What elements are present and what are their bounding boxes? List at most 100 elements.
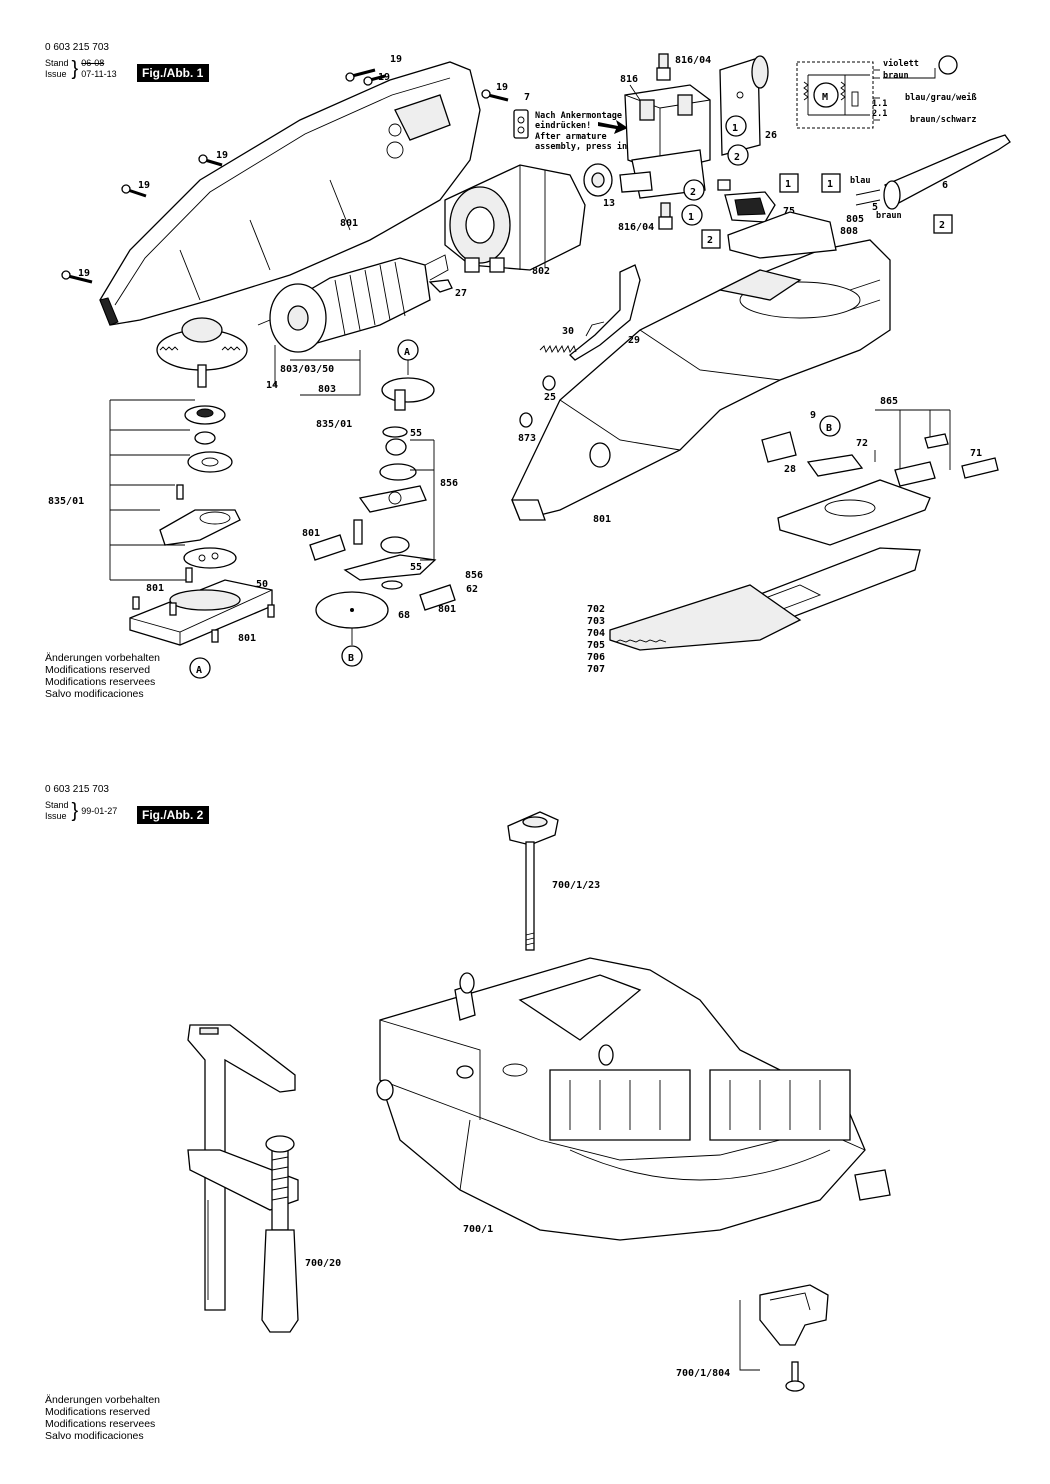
marker-circle-1: 1 xyxy=(681,204,703,226)
label-707: 707 xyxy=(587,664,605,675)
switch-knob-75 xyxy=(717,179,776,223)
screw-19-group xyxy=(61,68,509,284)
carbon-brush xyxy=(656,53,671,81)
label-700-20: 700/20 xyxy=(305,1258,341,1269)
power-cable-6 xyxy=(855,134,1011,210)
sheet1-issue-date: 07-11-13 xyxy=(81,69,117,79)
cover-808 xyxy=(727,211,837,259)
label-816-04: 816/04 xyxy=(618,222,654,233)
note-en-line1: After armature xyxy=(535,132,607,142)
label-71: 71 xyxy=(970,448,982,459)
label-816-04: 816/04 xyxy=(675,55,711,66)
label-62: 62 xyxy=(466,584,478,595)
wire-braun: braun xyxy=(883,71,909,81)
label-802: 802 xyxy=(532,266,550,277)
svg-text:2: 2 xyxy=(690,187,696,198)
svg-text:2: 2 xyxy=(734,152,740,163)
svg-text:B: B xyxy=(348,653,354,664)
assembly-note: Nach Ankermontage eindrücken! After arma… xyxy=(535,111,632,152)
label-6: 6 xyxy=(942,180,948,191)
label-9: 9 xyxy=(810,410,816,421)
svg-text:2: 2 xyxy=(707,235,713,246)
marker-square-1: 1 xyxy=(779,173,799,193)
svg-text:2: 2 xyxy=(939,220,945,231)
svg-text:1: 1 xyxy=(732,123,738,134)
note-de-line2: eindrücken! xyxy=(535,120,591,131)
label-19: 19 xyxy=(216,150,228,161)
note-line: Modifications reserved xyxy=(45,664,151,676)
label-25: 25 xyxy=(544,392,556,403)
label-27: 27 xyxy=(455,288,467,299)
label-835-01: 835/01 xyxy=(48,496,84,507)
sheet1-dates: 06-08 07-11-13 xyxy=(81,58,116,80)
lock-button-28 xyxy=(761,431,797,463)
label-856: 856 xyxy=(465,570,483,581)
svg-text:B: B xyxy=(826,423,832,434)
sheet1-stand-issue-labels: Stand Issue xyxy=(45,58,69,80)
marker-square-1: 1 xyxy=(821,173,841,193)
armature-803 xyxy=(257,254,449,353)
label-835-01: 835/01 xyxy=(316,419,352,430)
label-29: 29 xyxy=(628,335,640,346)
note-de-line1: Nach Ankermontage xyxy=(535,111,622,121)
svg-text:A: A xyxy=(196,665,202,676)
label-28: 28 xyxy=(784,464,796,475)
bearing-13 xyxy=(583,163,613,197)
clip-865 xyxy=(894,461,936,487)
notes-sheet2: Änderungen vorbehalten Modifications res… xyxy=(45,1394,160,1442)
sheet2-header: 0 603 215 703 Stand Issue } 99-01-27 xyxy=(45,784,117,822)
screw-icon xyxy=(121,184,147,198)
wire-braun: braun xyxy=(876,211,902,221)
label-55: 55 xyxy=(410,428,422,439)
clip-801 xyxy=(419,584,456,611)
label-803-03-50: 803/03/50 xyxy=(280,364,334,375)
marker-circle-2: 2 xyxy=(683,179,705,201)
label-19: 19 xyxy=(390,54,402,65)
label-19: 19 xyxy=(78,268,90,279)
sheet1-figure-badge: Fig./Abb. 1 xyxy=(137,64,210,82)
gear-stack xyxy=(156,317,248,583)
label-801: 801 xyxy=(302,528,320,539)
nut-873 xyxy=(519,412,533,428)
label-808: 808 xyxy=(840,226,858,237)
label-50: 50 xyxy=(256,579,268,590)
stator-802 xyxy=(444,164,586,273)
motor-symbol: M xyxy=(822,92,828,103)
terminal-2-1: 2.1 xyxy=(872,109,887,119)
sheet2-stand-label: Stand xyxy=(45,800,69,810)
screw-icon xyxy=(345,68,376,82)
label-803: 803 xyxy=(318,384,336,395)
wire-braun-schwarz: braun/schwarz xyxy=(910,115,977,125)
label-801: 801 xyxy=(238,633,256,644)
reference-a-marker: A xyxy=(397,339,419,361)
label-5: 5 xyxy=(872,202,878,213)
label-13: 13 xyxy=(603,198,615,209)
brace-icon: } xyxy=(71,58,79,80)
label-706: 706 xyxy=(587,652,605,663)
label-700-1-23: 700/1/23 xyxy=(552,880,600,891)
base-plate-50 xyxy=(129,579,275,646)
sheet2-issue-date: 99-01-27 xyxy=(81,805,118,816)
clip-71 xyxy=(961,457,999,479)
reference-a-marker: A xyxy=(189,657,211,679)
sheet1-stand-old: 06-08 xyxy=(81,58,105,68)
label-873: 873 xyxy=(518,433,536,444)
pin-25 xyxy=(542,375,556,391)
sheet2-part-number: 0 603 215 703 xyxy=(45,784,109,795)
note-line: Salvo modificaciones xyxy=(45,1430,144,1442)
label-19: 19 xyxy=(138,180,150,191)
label-55: 55 xyxy=(410,562,422,573)
svg-text:1: 1 xyxy=(688,212,694,223)
clamp-700-20 xyxy=(187,1024,299,1333)
label-816: 816 xyxy=(620,74,638,85)
note-line: Änderungen vorbehalten xyxy=(45,1394,161,1406)
wire-blau-grau-weiss: blau/grau/weiß xyxy=(905,92,977,103)
spring-30 xyxy=(539,344,577,354)
notes-sheet1: Änderungen vorbehalten Modifications res… xyxy=(45,652,160,700)
stop-700-1-804 xyxy=(759,1284,829,1346)
label-801: 801 xyxy=(593,514,611,525)
label-68: 68 xyxy=(398,610,410,621)
wire-blau: blau xyxy=(850,176,870,186)
sheet1-issue-label: Issue xyxy=(45,69,67,79)
